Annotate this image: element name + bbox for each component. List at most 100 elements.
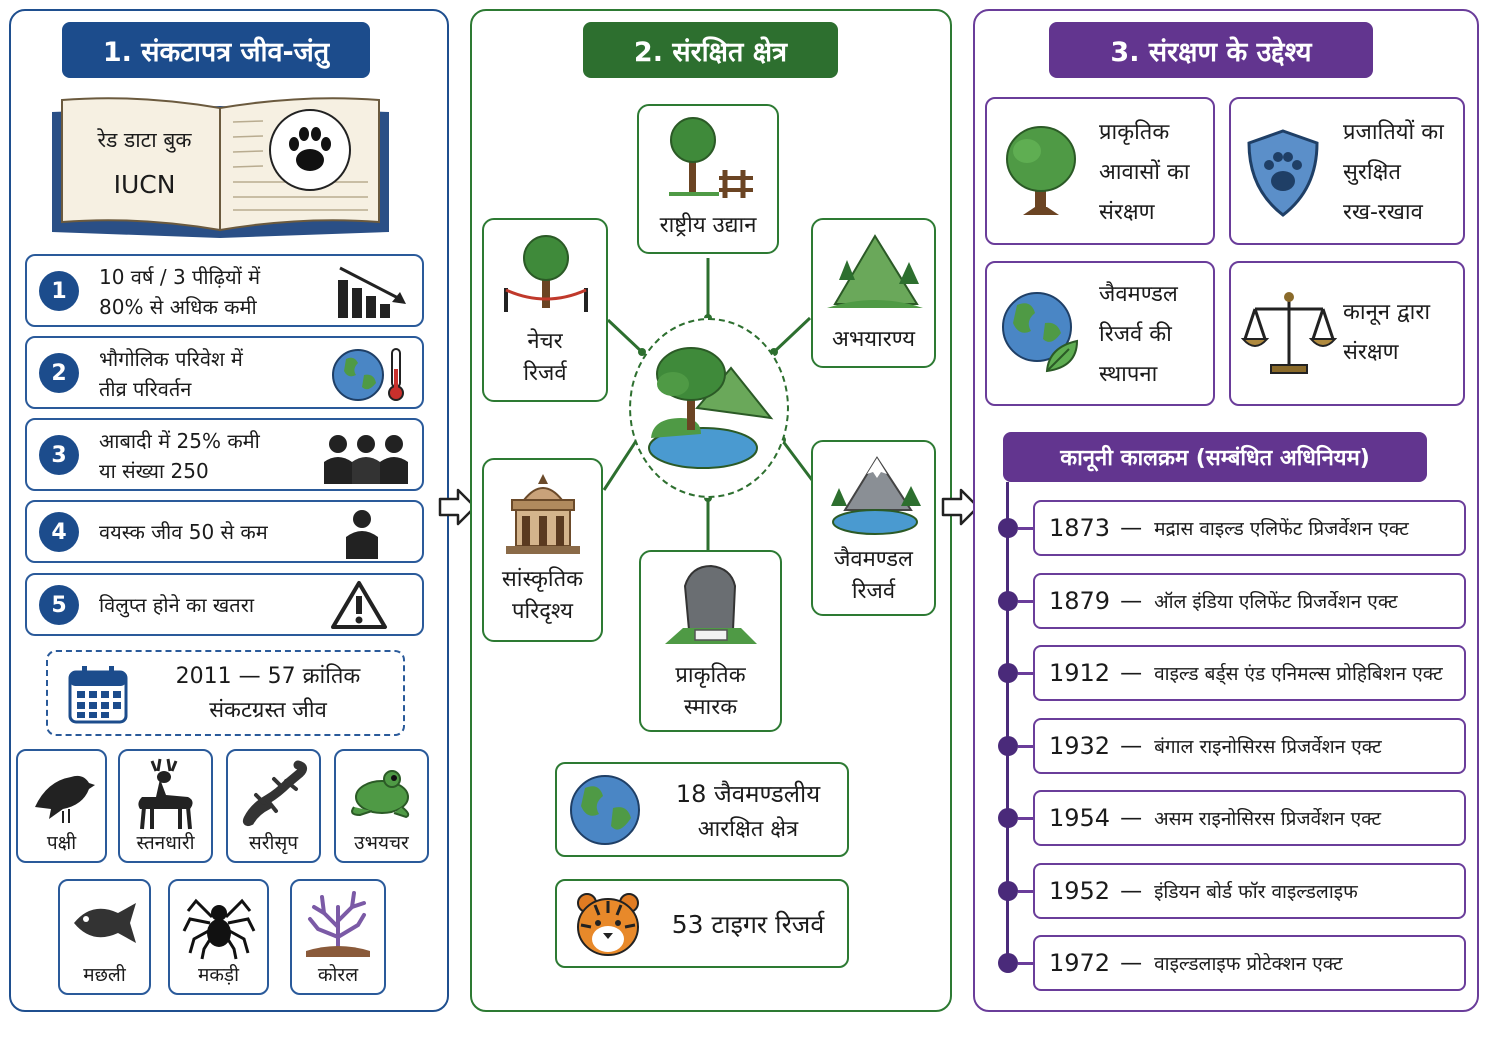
timeline-item: 1912—वाइल्ड बर्ड्स एंड एनिमल्स प्रोहिबिश… [1033,645,1466,701]
animal-tile-fish: मछली [58,879,151,995]
fish-icon [73,903,136,943]
timeline-connector [1018,962,1034,965]
animal-tile-reptile: सरीसृप [226,749,321,863]
animal-label: उभयचर [354,832,409,854]
criterion-3: 3 आबादी में 25% कमीया संख्या 250 [25,418,424,491]
shield-paw-icon [1247,129,1319,217]
lizard-icon [242,760,307,827]
arrow-right-icon [438,488,477,526]
globe-icon [570,775,640,845]
timeline-connector [1018,745,1034,748]
timeline-item: 1952—इंडियन बोर्ड फॉर वाइल्डलाइफ [1033,863,1466,919]
bird-icon [34,775,95,823]
book-title: रेड डाटा बुक [97,128,192,152]
globe-thermometer-icon [332,348,404,401]
criterion-4: 4 वयस्क जीव 50 से कम [25,500,424,563]
animal-label: कोरल [317,964,359,986]
animal-tile-amphibian: उभयचर [334,749,429,863]
timeline-dot [998,518,1018,538]
criterion-text: वयस्क जीव 50 से कम [99,520,268,544]
lake-mountain-icon [831,456,921,535]
timeline-item: 1954—असम राइनोसिरस प्रिजर्वेशन एक्ट [1033,790,1466,846]
node-label: राष्ट्रीय उद्यान [659,213,757,238]
animal-label: पक्षी [46,832,77,854]
animal-tile-mammal: स्तनधारी [118,749,213,863]
timeline-dot [998,591,1018,611]
tree-rope-icon [504,235,588,312]
warning-icon [331,581,387,629]
timeline-dot [998,808,1018,828]
node-sanctuary: अभयारण्य [811,218,936,368]
spider-icon [182,898,255,960]
protected-area-hub [629,318,789,498]
declining-bars-icon [338,266,406,318]
timeline-connector [1018,817,1034,820]
rock-monument-icon [665,564,757,644]
people-group-icon [324,435,408,484]
timeline-dot [998,663,1018,683]
frog-icon [350,770,409,819]
criterion-2: 2 भौगोलिक परिवेश मेंतीव्र परिवर्तन [25,336,424,409]
criterion-number: 2 [39,353,79,393]
open-book-icon [52,97,389,238]
criterion-5: 5 विलुप्त होने का खतरा [25,573,424,636]
criterion-number: 1 [39,271,79,311]
globe-leaf-icon [1002,292,1079,373]
timeline-title: कानूनी कालक्रम (सम्बंधित अधिनियम) [1003,432,1427,482]
monument-icon [506,474,580,554]
tree-icon [1006,126,1076,215]
timeline-connector [1018,600,1034,603]
animal-label: स्तनधारी [136,832,195,854]
objectives-title: 3. संरक्षण के उद्देश्य [1049,22,1373,78]
scales-icon [1241,292,1337,374]
timeline-connector [1018,527,1034,530]
criterion-text: विलुप्त होने का खतरा [99,593,255,617]
animal-label: मकड़ी [197,964,240,986]
goal-law: कानून द्वारासंरक्षण [1229,261,1465,406]
animal-tile-coral: कोरल [290,879,386,995]
stat-tiger: 53 टाइगर रिजर्व [555,879,849,968]
criterion-text: भौगोलिक परिवेश मेंतीव्र परिवर्तन [99,347,243,401]
person-icon [346,510,378,559]
node-label: अभयारण्य [832,327,915,352]
timeline-item: 1972—वाइल्डलाइफ प्रोटेक्शन एक्ट [1033,935,1466,991]
tiger-icon [577,893,639,956]
goal-text: कानून द्वारासंरक्षण [1343,300,1431,365]
timeline-item: 1932—बंगाल राइनोसिरस प्रिजर्वेशन एक्ट [1033,718,1466,774]
timeline-dot [998,881,1018,901]
animal-tile-bird: पक्षी [16,749,107,863]
book-iucn: IUCN [113,170,176,199]
animal-label: सरीसृप [248,832,299,854]
calendar-icon [68,666,128,724]
criterion-text: आबादी में 25% कमीया संख्या 250 [99,429,260,483]
criterion-number: 5 [39,585,79,625]
mountain-forest-icon [827,234,923,308]
arrow-right-icon [941,488,980,526]
criterion-text: 10 वर्ष / 3 पीढ़ियों में80% से अधिक कमी [99,265,261,319]
timeline-item: 1879—ऑल इंडिया एलिफेंट प्रिजर्वेशन एक्ट [1033,573,1466,629]
coral-icon [306,891,370,957]
criterion-number: 3 [39,435,79,475]
deer-icon [137,758,193,830]
timeline-axis [1006,482,1009,967]
timeline-connector [1018,890,1034,893]
endangered-title: 1. संकटापत्र जीव-जंतु [62,22,370,78]
animal-label: मछली [83,964,126,986]
